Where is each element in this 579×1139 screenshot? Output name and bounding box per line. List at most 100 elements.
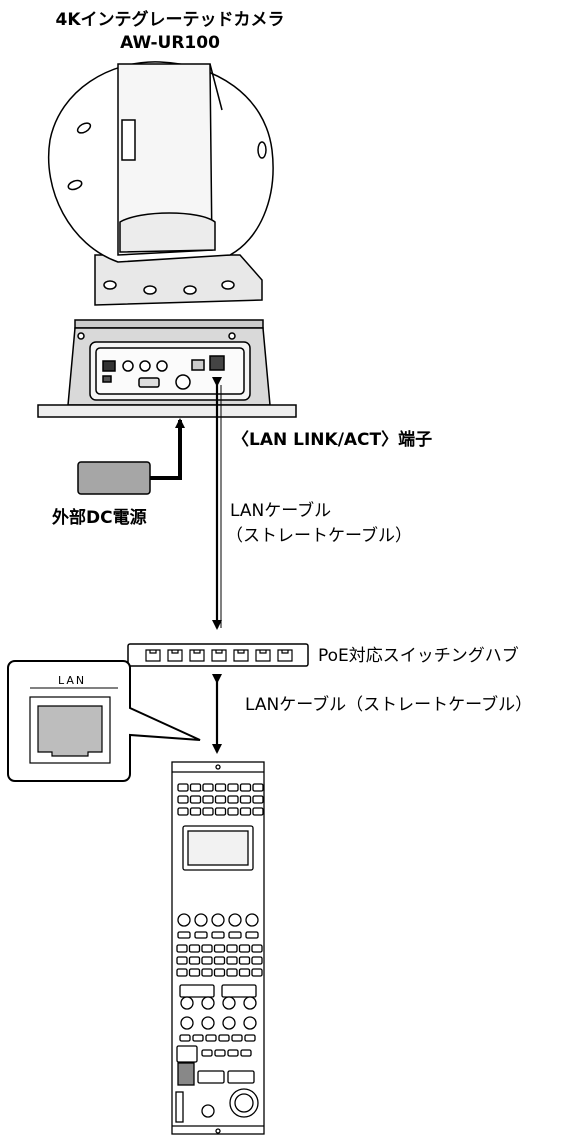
hub-port xyxy=(167,649,183,662)
hub-ports xyxy=(145,649,293,662)
lan-port-inset xyxy=(7,660,201,782)
controller-button xyxy=(226,944,238,953)
controller-button xyxy=(244,1034,256,1042)
controller-button xyxy=(214,795,227,804)
controller-button xyxy=(176,968,188,977)
hub-port xyxy=(233,649,249,662)
controller-button xyxy=(226,968,238,977)
controller-button xyxy=(188,956,201,965)
controller-button xyxy=(218,1034,230,1042)
hub-port xyxy=(211,649,227,662)
hub-port xyxy=(189,649,205,662)
controller-knob xyxy=(177,913,191,927)
controller-button xyxy=(214,1049,226,1057)
camera-model: AW-UR100 xyxy=(120,33,220,53)
controller-button xyxy=(201,956,213,965)
controller-button xyxy=(201,944,213,953)
dc-power-cable xyxy=(77,418,185,495)
controller-button xyxy=(179,984,215,998)
hub-port xyxy=(255,649,271,662)
controller-button xyxy=(227,1070,255,1084)
dc-power-box xyxy=(77,461,151,495)
controller-button xyxy=(189,795,202,804)
controller-button xyxy=(239,807,252,816)
controller-button xyxy=(202,807,214,816)
controller-knob xyxy=(222,996,236,1010)
controller-button xyxy=(177,807,189,816)
controller-button xyxy=(177,795,189,804)
camera-controller xyxy=(171,761,265,1135)
controller-knob xyxy=(194,913,208,927)
controller-button xyxy=(239,795,252,804)
controller-button xyxy=(239,783,252,792)
controller-button xyxy=(227,807,239,816)
lan-cable-1 xyxy=(212,377,222,630)
controller-button xyxy=(179,1034,191,1042)
lan-port-label: 〈LAN LINK/ACT〉端子 xyxy=(232,430,433,450)
controller-button xyxy=(213,968,226,977)
controller-knob xyxy=(180,996,194,1010)
controller-button xyxy=(238,956,251,965)
controller-button xyxy=(238,944,251,953)
lan-cable-type-label: （ストレートケーブル） xyxy=(226,526,412,546)
controller-knob xyxy=(201,996,215,1010)
controller-knob xyxy=(243,996,257,1010)
camera-illustration xyxy=(48,61,274,306)
controller-knob xyxy=(180,1016,194,1030)
controller-button xyxy=(251,944,263,953)
controller-button xyxy=(177,931,191,939)
controller-knob xyxy=(201,1016,215,1030)
controller-button xyxy=(227,795,239,804)
controller-button xyxy=(188,944,201,953)
controller-button xyxy=(192,1034,204,1042)
controller-buttons xyxy=(176,783,264,1084)
controller-button xyxy=(228,931,242,939)
camera-title: 4Kインテグレーテッドカメラ xyxy=(55,10,285,30)
controller-button xyxy=(251,956,263,965)
controller-button xyxy=(226,956,238,965)
controller-button xyxy=(252,795,264,804)
controller-button xyxy=(245,931,259,939)
controller-button xyxy=(214,807,227,816)
controller-button xyxy=(202,783,214,792)
controller-button xyxy=(176,944,188,953)
controller-button xyxy=(205,1034,217,1042)
poe-hub-label: PoE対応スイッチングハブ xyxy=(318,646,519,666)
controller-button xyxy=(231,1034,243,1042)
controller-button xyxy=(189,783,202,792)
hub-port xyxy=(145,649,161,662)
controller-button xyxy=(176,956,188,965)
controller-button xyxy=(213,956,226,965)
controller-knob xyxy=(243,1016,257,1030)
controller-button xyxy=(251,968,263,977)
controller-button xyxy=(194,931,208,939)
lan-cable-label: LANケーブル xyxy=(230,501,332,521)
controller-button xyxy=(177,783,189,792)
controller-button xyxy=(189,807,202,816)
controller-button xyxy=(240,1049,252,1057)
controller-button xyxy=(238,968,251,977)
controller-button xyxy=(221,984,257,998)
dc-power-label: 外部DC電源 xyxy=(52,508,147,528)
poe-switching-hub xyxy=(127,643,309,667)
lan-port-icon xyxy=(37,705,103,757)
controller-button xyxy=(176,1045,198,1063)
controller-button xyxy=(202,795,214,804)
controller-button xyxy=(252,783,264,792)
controller-button xyxy=(227,1049,239,1057)
controller-button xyxy=(201,1049,213,1057)
controller-button xyxy=(227,783,239,792)
controller-button xyxy=(252,807,264,816)
controller-button xyxy=(201,968,213,977)
controller-button xyxy=(188,968,201,977)
controller-knob xyxy=(245,913,259,927)
controller-knob xyxy=(211,913,225,927)
hub-port xyxy=(277,649,293,662)
lan-cable-2-label: LANケーブル（ストレートケーブル） xyxy=(245,695,533,715)
controller-button xyxy=(197,1070,225,1084)
controller-button xyxy=(214,783,227,792)
controller-knob xyxy=(228,913,242,927)
controller-button xyxy=(211,931,225,939)
controller-button xyxy=(213,944,226,953)
